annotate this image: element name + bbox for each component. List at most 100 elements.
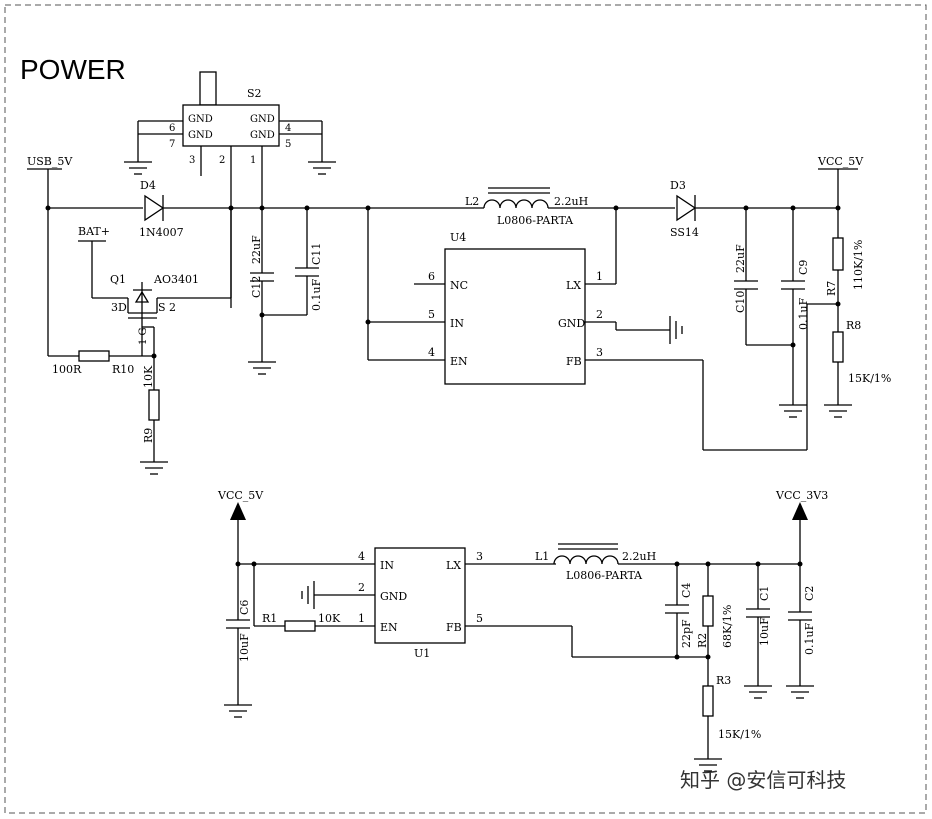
svg-text:GND: GND <box>188 130 213 141</box>
svg-text:10K: 10K <box>142 365 155 388</box>
resistor-r1: R1 10K <box>262 612 341 632</box>
svg-text:C2: C2 <box>803 586 816 601</box>
ground-icon <box>669 316 683 344</box>
svg-text:D4: D4 <box>140 179 156 192</box>
svg-text:VCC_3V3: VCC_3V3 <box>775 489 828 502</box>
svg-text:1: 1 <box>358 612 365 625</box>
svg-text:3D: 3D <box>111 301 127 314</box>
svg-text:GND: GND <box>250 130 275 141</box>
svg-text:0.1uF: 0.1uF <box>310 278 323 311</box>
ground-icon <box>744 685 772 699</box>
svg-text:FB: FB <box>446 621 462 634</box>
svg-text:R9: R9 <box>142 428 155 443</box>
sheet-title: POWER <box>20 54 126 85</box>
svg-text:S2: S2 <box>247 87 262 100</box>
svg-text:LX: LX <box>566 279 581 292</box>
svg-text:FB: FB <box>566 355 582 368</box>
svg-text:2: 2 <box>219 155 225 166</box>
svg-text:1N4007: 1N4007 <box>139 226 184 239</box>
capacitor-c4: C4 22pF <box>665 583 693 648</box>
svg-text:1: 1 <box>250 155 256 166</box>
ground-icon <box>224 704 252 718</box>
ic-u1: U1 4 IN 2 GND 1 EN 3 LX 5 FB <box>358 547 483 660</box>
svg-text:3: 3 <box>476 550 483 563</box>
svg-text:GND: GND <box>250 114 275 125</box>
resistor-r2: 68K/1% R2 <box>696 595 734 648</box>
svg-text:4: 4 <box>428 346 435 359</box>
svg-text:GND: GND <box>380 590 407 603</box>
bat-plus-net: BAT+ <box>78 225 110 298</box>
capacitor-c2: C2 0.1uF <box>788 586 816 655</box>
capacitor-c6: C6 10uF <box>226 600 251 662</box>
svg-text:5: 5 <box>285 139 291 150</box>
svg-text:S 2: S 2 <box>158 301 176 314</box>
ground-icon <box>694 758 722 772</box>
svg-text:VCC_5V: VCC_5V <box>817 155 864 168</box>
svg-text:R7: R7 <box>825 281 838 296</box>
svg-text:C4: C4 <box>680 583 693 598</box>
capacitor-c9: C9 0.1uF <box>781 260 810 330</box>
ic-u4: U4 6 NC 5 IN 4 EN 1 LX 2 GND 3 FB <box>428 231 603 385</box>
svg-text:C9: C9 <box>797 260 810 275</box>
ground-icon <box>779 404 807 418</box>
vcc-5v-net-bottom: VCC_5V <box>217 489 264 620</box>
svg-text:0.1uF: 0.1uF <box>797 297 810 330</box>
svg-text:C1: C1 <box>758 586 771 601</box>
svg-text:22uF: 22uF <box>250 235 263 264</box>
ground-icon <box>824 404 852 418</box>
svg-text:R3: R3 <box>716 674 731 687</box>
sheet-frame <box>4 4 927 814</box>
svg-text:BAT+: BAT+ <box>78 225 110 238</box>
svg-text:AO3401: AO3401 <box>153 273 199 286</box>
svg-text:R10: R10 <box>112 363 134 376</box>
diode-d3: D3 SS14 <box>670 179 699 239</box>
svg-text:LX: LX <box>446 559 461 572</box>
capacitor-c10: 22uF C10 <box>734 244 758 313</box>
svg-text:U4: U4 <box>450 231 466 244</box>
svg-text:L1: L1 <box>535 550 549 563</box>
svg-text:R1: R1 <box>262 612 277 625</box>
svg-text:5: 5 <box>428 308 435 321</box>
svg-text:10uF: 10uF <box>238 633 251 662</box>
watermark: 知乎 @安信可科技 <box>680 768 846 792</box>
svg-text:VCC_5V: VCC_5V <box>217 489 264 502</box>
svg-text:L0806-PARTA: L0806-PARTA <box>497 214 574 227</box>
resistor-r7: 110K/1% R7 <box>825 237 865 296</box>
svg-text:SS14: SS14 <box>670 226 699 239</box>
svg-text:GND: GND <box>558 317 585 330</box>
svg-text:R8: R8 <box>846 319 861 332</box>
svg-text:EN: EN <box>450 355 468 368</box>
usb-5v-label: USB_5V <box>27 155 73 168</box>
power-arrow-icon <box>792 502 808 520</box>
svg-text:EN: EN <box>380 621 398 634</box>
ground-icon <box>301 581 315 609</box>
svg-text:D3: D3 <box>670 179 686 192</box>
svg-text:15K/1%: 15K/1% <box>718 728 761 741</box>
svg-text:C6: C6 <box>238 600 251 615</box>
svg-text:10uF: 10uF <box>758 617 771 646</box>
svg-text:IN: IN <box>450 317 464 330</box>
inductor-l1: L1 2.2uH L0806-PARTA <box>535 543 656 582</box>
resistor-r10: 100R R10 <box>52 350 134 376</box>
svg-text:NC: NC <box>450 279 468 292</box>
svg-text:C10: C10 <box>734 291 747 313</box>
svg-text:3: 3 <box>189 155 195 166</box>
svg-text:100R: 100R <box>52 363 82 376</box>
vcc-5v-net-top: VCC_5V <box>817 155 864 238</box>
resistor-r3: R3 15K/1% <box>702 674 761 741</box>
capacitor-c12: 22uF C12 <box>250 235 274 298</box>
ground-icon <box>786 685 814 699</box>
svg-text:GND: GND <box>188 114 213 125</box>
svg-text:68K/1%: 68K/1% <box>721 605 734 648</box>
svg-text:IN: IN <box>380 559 394 572</box>
svg-text:L0806-PARTA: L0806-PARTA <box>566 569 643 582</box>
svg-text:2.2uH: 2.2uH <box>554 195 588 208</box>
resistor-r9: 10K R9 <box>142 365 160 443</box>
svg-text:R2: R2 <box>696 633 709 648</box>
svg-text:110K/1%: 110K/1% <box>852 240 865 290</box>
mosfet-q1: Q1 AO3401 3D S 2 1 G <box>92 273 231 356</box>
svg-text:Q1: Q1 <box>110 273 126 286</box>
svg-text:15K/1%: 15K/1% <box>848 372 891 385</box>
usb-5v-net: USB_5V <box>27 155 73 356</box>
